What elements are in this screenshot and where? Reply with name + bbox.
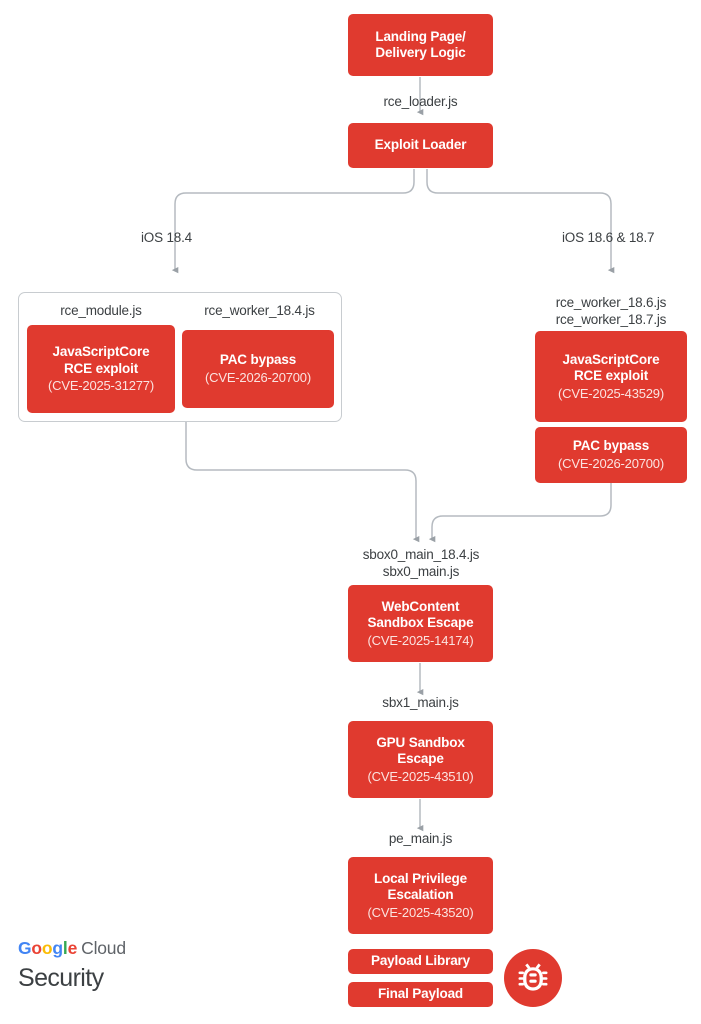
node-cve: (CVE-2025-14174) — [367, 632, 474, 648]
node-label: PAC bypass — [219, 352, 297, 368]
node-gpu-sandbox-escape[interactable]: GPU Sandbox Escape (CVE-2025-43510) — [348, 721, 493, 798]
edge-label-rce-worker-18-6-18-7: rce_worker_18.6.js rce_worker_18.7.js — [555, 295, 667, 328]
node-cve: (CVE-2025-31277) — [48, 378, 154, 394]
edge-label-rce-loader: rce_loader.js — [383, 94, 458, 109]
node-jsc-rce-exploit-18-6[interactable]: JavaScriptCore RCE exploit (CVE-2025-435… — [535, 331, 687, 422]
node-pac-bypass-18-6[interactable]: PAC bypass (CVE-2026-20700) — [535, 427, 687, 483]
node-final-payload[interactable]: Final Payload — [348, 982, 493, 1007]
node-label: RCE exploit — [63, 360, 139, 376]
edge-label-sbx1-main: sbx1_main.js — [382, 695, 459, 710]
node-local-privilege-escalation[interactable]: Local Privilege Escalation (CVE-2025-435… — [348, 857, 493, 934]
node-label: RCE exploit — [573, 368, 649, 384]
node-label: JavaScriptCore — [562, 351, 660, 367]
node-cve: (CVE-2025-43520) — [367, 904, 474, 920]
node-jsc-rce-exploit-18-4[interactable]: JavaScriptCore RCE exploit (CVE-2025-312… — [27, 325, 175, 413]
logo-letter-l: l — [62, 938, 68, 958]
node-label: Local Privilege — [373, 870, 468, 886]
logo-letter-o2: o — [41, 938, 53, 958]
node-label: Escape — [397, 751, 444, 767]
logo-security-word: Security — [18, 964, 104, 992]
node-label: Final Payload — [377, 986, 464, 1002]
logo-letter-g: G — [18, 938, 32, 958]
node-label: Sandbox Escape — [367, 615, 474, 631]
node-label: JavaScriptCore — [52, 344, 150, 360]
node-pac-bypass-18-4[interactable]: PAC bypass (CVE-2026-20700) — [182, 330, 334, 408]
node-cve: (CVE-2025-43510) — [367, 768, 474, 784]
node-label: WebContent — [381, 598, 460, 614]
bug-icon — [503, 948, 563, 1008]
node-webcontent-sandbox-escape[interactable]: WebContent Sandbox Escape (CVE-2025-1417… — [348, 585, 493, 662]
node-label: PAC bypass — [572, 438, 650, 454]
node-exploit-loader[interactable]: Exploit Loader — [348, 123, 493, 168]
logo-letter-e: e — [67, 938, 78, 958]
edge-label-ios-18-4: iOS 18.4 — [141, 230, 192, 245]
node-label: Landing Page/ — [375, 28, 466, 44]
node-payload-library[interactable]: Payload Library — [348, 949, 493, 974]
group-label-rce-worker-18-4: rce_worker_18.4.js — [204, 303, 315, 318]
edge-label-sbox0-main: sbox0_main_18.4.js sbx0_main.js — [362, 547, 480, 580]
node-cve: (CVE-2025-43529) — [558, 385, 664, 401]
node-label: Exploit Loader — [374, 137, 467, 153]
node-cve: (CVE-2026-20700) — [558, 455, 664, 471]
logo-letter-o1: o — [31, 938, 42, 958]
node-cve: (CVE-2026-20700) — [205, 369, 311, 385]
group-box-ios-18-4 — [18, 292, 342, 422]
logo-cloud-word: Cloud — [81, 938, 126, 958]
node-label: GPU Sandbox — [376, 734, 465, 750]
node-label: Delivery Logic — [375, 45, 466, 60]
logo-letter-g2: g — [52, 938, 63, 958]
edge-label-ios-18-6-18-7: iOS 18.6 & 18.7 — [562, 230, 655, 245]
node-landing-page[interactable]: Landing Page/ Delivery Logic — [348, 14, 493, 76]
edge-label-pe-main: pe_main.js — [388, 831, 453, 846]
group-label-rce-module: rce_module.js — [60, 303, 142, 318]
node-label: Escalation — [387, 887, 454, 903]
node-label: Payload Library — [370, 953, 471, 969]
